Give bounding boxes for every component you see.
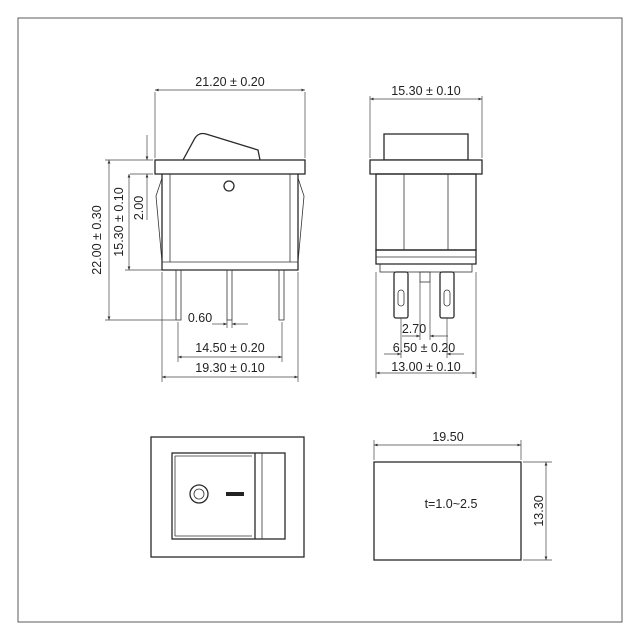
power-on-symbol-icon	[226, 492, 244, 496]
dim-side-pin-span: 6.50 ± 0.20	[393, 341, 456, 355]
side-actuator	[383, 133, 469, 161]
dim-front-flange: 2.00	[132, 196, 146, 220]
face-bezel-outer	[150, 436, 305, 558]
front-top-plate	[154, 159, 306, 175]
dim-front-body-width: 19.30 ± 0.10	[195, 361, 264, 375]
rocker-actuator	[182, 132, 261, 161]
power-off-symbol-icon	[189, 484, 209, 504]
cutout-thickness-label: t=1.0~2.5	[425, 497, 478, 511]
dim-front-top-width: 21.20 ± 0.20	[195, 75, 264, 89]
dim-side-pin-pitch: 2.70	[402, 322, 426, 336]
front-clip-left	[155, 177, 163, 263]
cutout-outline	[373, 461, 522, 561]
indicator-circle	[223, 180, 235, 192]
front-clip-right	[297, 177, 305, 263]
side-terminals	[393, 271, 455, 319]
side-body	[375, 173, 477, 251]
dim-side-top-width: 15.30 ± 0.10	[391, 84, 460, 98]
side-top-plate	[369, 159, 483, 175]
front-body	[161, 174, 299, 271]
front-view: 21.20 ± 0.20 22.00 ± 0.30 15.30 ± 0.10 2…	[90, 75, 306, 382]
panel-cutout: 19.50 13.30 t=1.0~2.5	[373, 430, 552, 561]
drawing-frame	[17, 17, 623, 623]
front-pins	[175, 269, 285, 321]
dim-front-pin-span: 14.50 ± 0.20	[195, 341, 264, 355]
dim-cutout-width: 19.50	[432, 430, 463, 444]
dim-cutout-height: 13.30	[532, 495, 546, 526]
face-rocker	[171, 452, 286, 540]
dim-front-pin-width: 0.60	[188, 311, 212, 325]
side-base-lower	[379, 263, 473, 273]
face-view	[150, 436, 305, 558]
dim-front-body-height: 15.30 ± 0.10	[112, 187, 126, 256]
dim-front-total-height: 22.00 ± 0.30	[90, 205, 104, 274]
side-view: 15.30 ± 0.10 2.70 6.50 ± 0.20 13.00 ± 0.…	[369, 84, 483, 378]
dim-side-body-width: 13.00 ± 0.10	[391, 360, 460, 374]
